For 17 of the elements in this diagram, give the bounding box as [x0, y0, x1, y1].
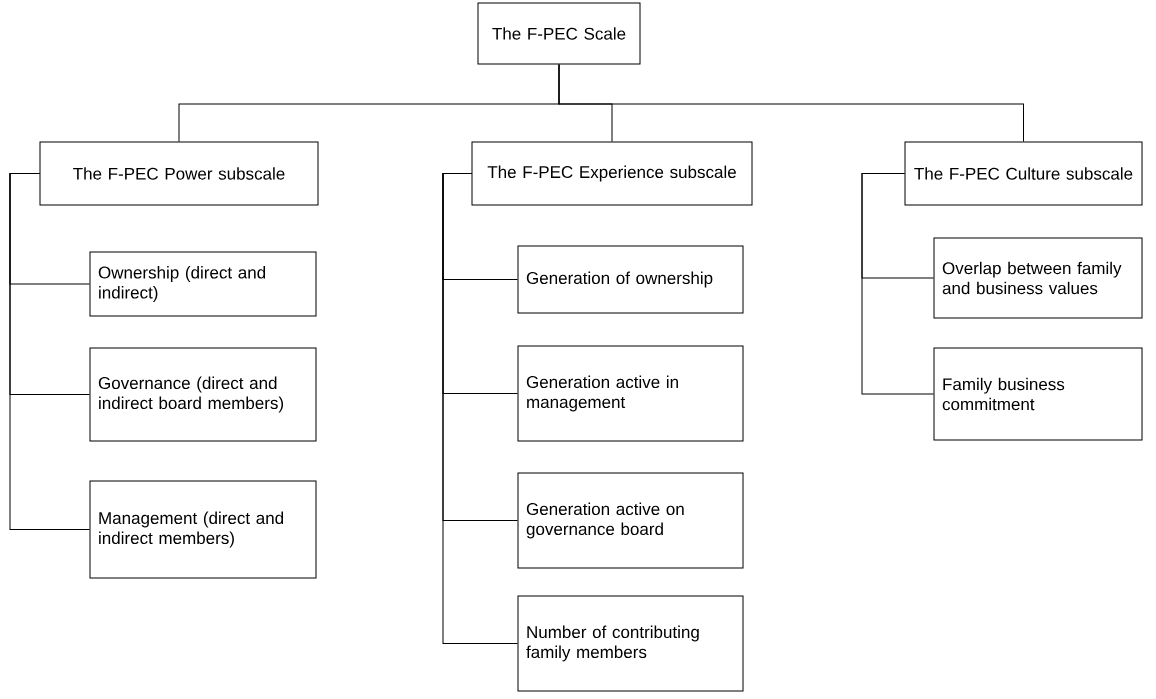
item-box: Ownership (direct and indirect) [89, 251, 317, 317]
item-box: Management (direct and indirect members) [89, 480, 317, 579]
subscale-box: The F-PEC Experience subscale [471, 141, 753, 206]
subscale-box: The F-PEC Culture subscale [904, 141, 1143, 206]
connector [442, 173, 518, 644]
item-box: Generation active on governance board [517, 472, 744, 569]
item-box: Family business commitment [933, 347, 1143, 441]
item-box: Number of contributing family members [517, 595, 744, 692]
title-box: The F-PEC Scale [477, 2, 641, 65]
item-box: Generation of ownership [517, 245, 744, 314]
item-box: Overlap between family and business values [933, 237, 1143, 319]
connector [861, 173, 934, 395]
subscale-box: The F-PEC Power subscale [39, 141, 319, 206]
item-box: Generation active in management [517, 345, 744, 442]
connector [558, 64, 1024, 142]
item-box: Governance (direct and indirect board members) [89, 347, 317, 442]
connector [9, 173, 90, 530]
